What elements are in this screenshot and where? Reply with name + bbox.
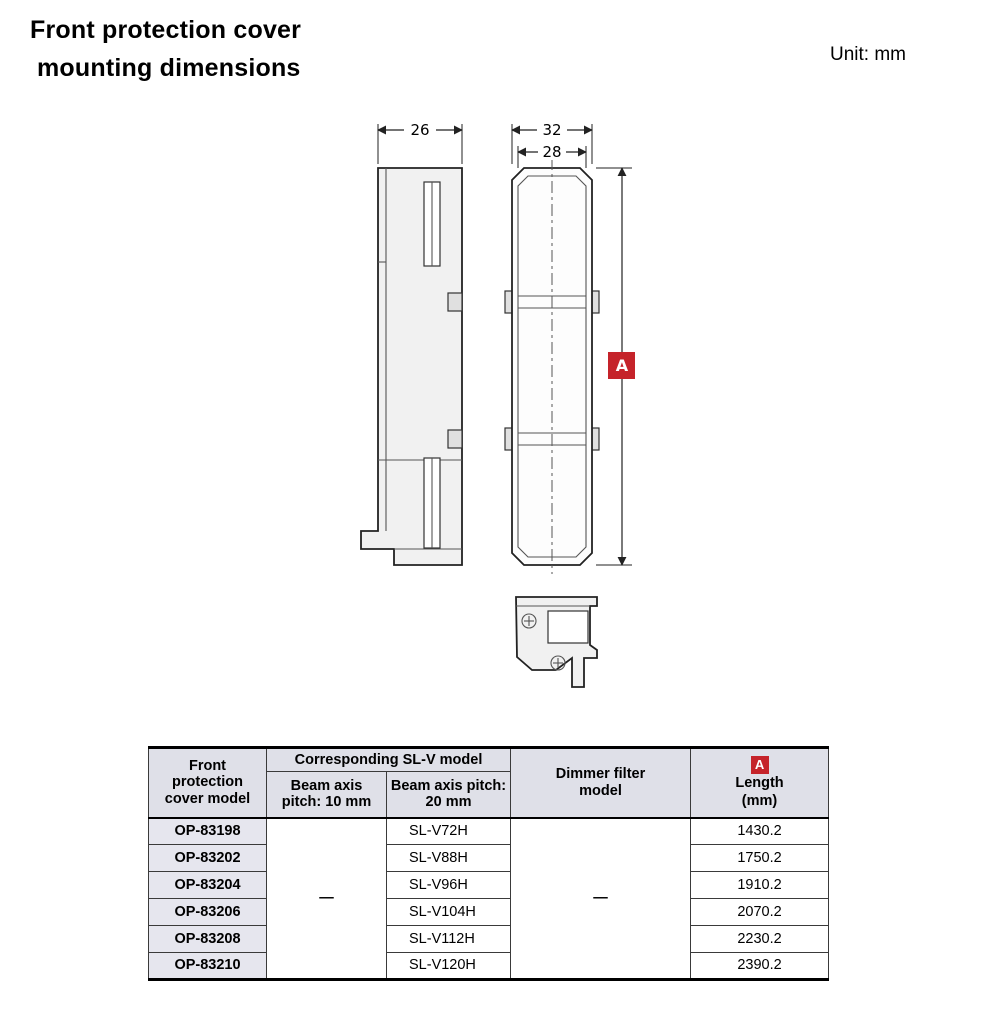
model-cell: OP-83206 xyxy=(148,898,267,926)
page-title-line1: Front protection cover xyxy=(30,16,302,44)
model-cell: OP-83202 xyxy=(148,844,267,872)
dimension-28: 28 xyxy=(517,143,587,168)
end-view xyxy=(515,596,598,688)
dimension-32: 32 xyxy=(511,121,593,164)
dimension-drawing: 26 32 28 A xyxy=(360,120,635,688)
header-length-unit: (mm) xyxy=(741,792,778,809)
model-cell: OP-83204 xyxy=(148,871,267,899)
header-group-slv: Corresponding SL-V model xyxy=(265,747,512,772)
length-cell: 1910.2 xyxy=(690,871,830,899)
model-cell: OP-83208 xyxy=(148,925,267,953)
length-cell: 1750.2 xyxy=(690,844,830,872)
table-row: OP-83208 SL-V112H 2230.2 xyxy=(148,925,830,953)
slv-cell: SL-V72H xyxy=(385,817,512,845)
header-dimmer-label: Dimmer filter model xyxy=(555,766,646,799)
slv-cell: SL-V88H xyxy=(385,844,512,872)
length-cell: 1430.2 xyxy=(690,817,830,845)
dimmer-dash-cell: — xyxy=(510,817,692,980)
screw-icon xyxy=(550,655,566,671)
table-row: OP-83198 — SL-V72H — 1430.2 xyxy=(148,817,830,980)
header-pitch10-column: Beam axis pitch: 10 mm xyxy=(266,771,387,819)
side-view xyxy=(360,167,463,566)
page-title: Front protection cover mounting dimensio… xyxy=(30,12,301,87)
header-length-column: A Length (mm) xyxy=(690,747,830,819)
header-length-label: Length xyxy=(735,775,784,792)
table-row: OP-83206 SL-V104H 2070.2 xyxy=(148,898,830,926)
unit-label: Unit: mm xyxy=(830,44,906,65)
model-cell: OP-83198 xyxy=(148,817,267,845)
table-row: OP-83210 SL-V120H 2390.2 xyxy=(148,952,830,980)
pitch10-dash-cell: — xyxy=(266,817,387,980)
dim-label-28: 28 xyxy=(542,143,561,161)
table-row: OP-83202 SL-V88H 1750.2 xyxy=(148,844,830,872)
length-cell: 2230.2 xyxy=(690,925,830,953)
dimensions-table: Front protection cover model Correspondi… xyxy=(148,746,830,981)
length-badge xyxy=(608,352,635,379)
slv-cell: SL-V112H xyxy=(385,925,512,953)
slv-cell: SL-V104H xyxy=(385,898,512,926)
slv-cell: SL-V120H xyxy=(385,952,512,980)
dimension-26: 26 xyxy=(377,120,463,164)
slv-cell: SL-V96H xyxy=(385,871,512,899)
length-cell: 2390.2 xyxy=(690,952,830,980)
length-cell: 2070.2 xyxy=(690,898,830,926)
dim-label-32: 32 xyxy=(542,121,561,139)
screw-icon xyxy=(521,613,537,629)
header-model-column: Front protection cover model xyxy=(148,747,267,819)
header-dimmer-column: Dimmer filter model xyxy=(510,747,692,819)
dimension-length-A: A xyxy=(596,167,635,566)
model-cell: OP-83210 xyxy=(148,952,267,980)
table-row: OP-83204 SL-V96H 1910.2 xyxy=(148,871,830,899)
length-badge-label: A xyxy=(616,356,629,375)
dim-label-26: 26 xyxy=(410,121,429,139)
header-pitch20-column: Beam axis pitch: 20 mm xyxy=(385,771,512,819)
length-badge-icon: A xyxy=(750,756,769,775)
front-view xyxy=(504,158,600,574)
page-title-line2: mounting dimensions xyxy=(37,53,301,82)
